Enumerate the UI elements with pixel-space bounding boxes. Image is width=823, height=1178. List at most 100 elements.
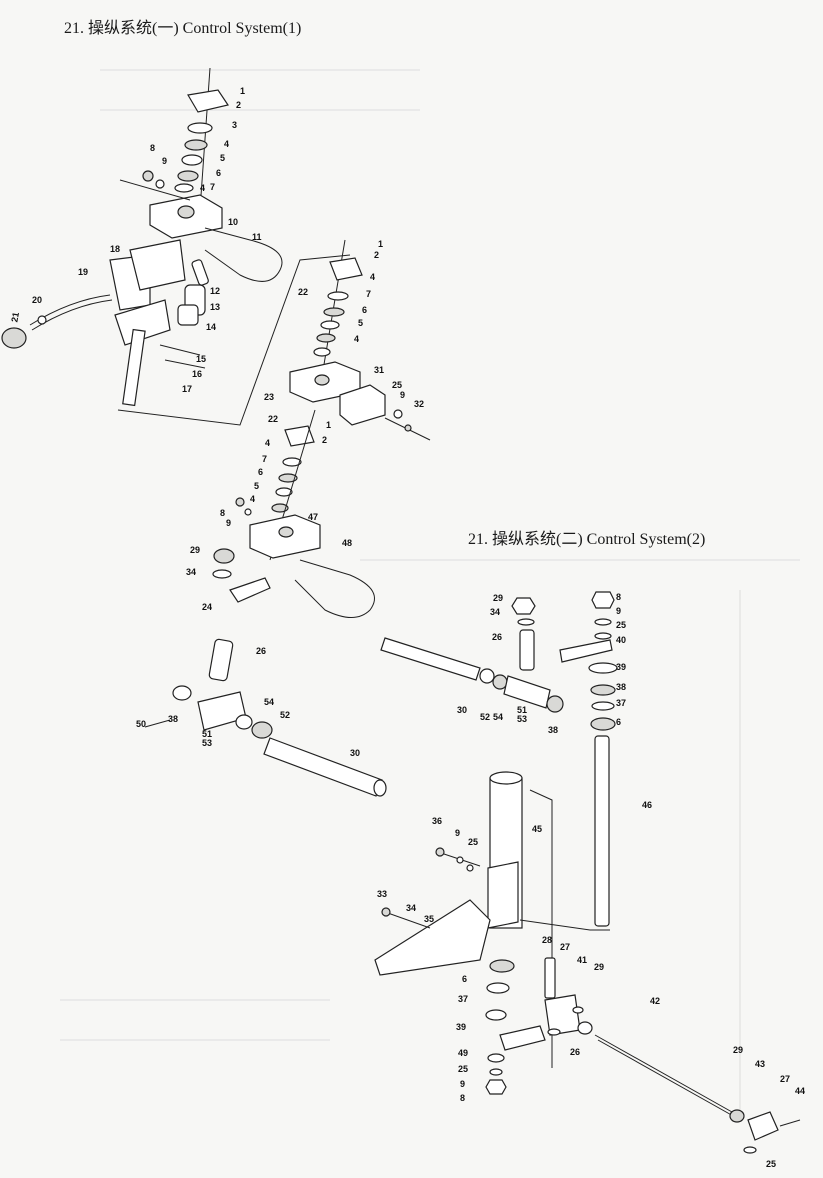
callout-48: 48 (342, 538, 352, 548)
callout-27: 27 (560, 942, 570, 952)
callout-51: 51 (202, 729, 212, 739)
callout-4e: 4 (265, 438, 270, 448)
callout-36: 36 (432, 816, 442, 826)
callout-9c: 9 (226, 518, 231, 528)
callout-3: 3 (232, 120, 237, 130)
callout-44: 44 (795, 1086, 805, 1096)
callout-10: 10 (228, 217, 238, 227)
block-part-31 (339, 384, 386, 426)
callout-53: 53 (202, 738, 212, 748)
knob-part-21 (1, 327, 27, 349)
callout-19: 19 (78, 267, 88, 277)
callout-6d: 6 (616, 717, 621, 727)
callout-45: 45 (532, 824, 542, 834)
callout-25d: 25 (458, 1064, 468, 1074)
callout-14: 14 (206, 322, 216, 332)
rod-part-30-left (263, 737, 383, 797)
rod-part-48 (294, 559, 375, 618)
callout-54: 54 (264, 697, 274, 707)
callout-6b: 6 (362, 305, 367, 315)
callout-54b: 54 (493, 712, 503, 722)
assembly-upper-right (235, 239, 431, 618)
callout-2: 2 (236, 100, 241, 110)
callout-labels: 1 2 3 4 5 6 7 4 8 9 10 11 12 13 14 15 16… (9, 86, 805, 1169)
callout-47: 47 (308, 512, 318, 522)
callout-9d: 9 (616, 606, 621, 616)
callout-8: 8 (150, 143, 155, 153)
callout-4: 4 (224, 139, 229, 149)
pin-part-26 (208, 638, 234, 682)
callout-39: 39 (616, 662, 626, 672)
callout-51b: 51 (517, 705, 527, 715)
callout-5b: 5 (358, 318, 363, 328)
callout-2b: 2 (374, 250, 379, 260)
callout-28: 28 (542, 935, 552, 945)
callout-32: 32 (414, 399, 424, 409)
callout-49: 49 (458, 1048, 468, 1058)
callout-25e: 25 (766, 1159, 776, 1169)
callout-26: 26 (256, 646, 266, 656)
callout-29: 29 (190, 545, 200, 555)
callout-15: 15 (196, 354, 206, 364)
callout-6e: 6 (462, 974, 467, 984)
callout-1b: 1 (378, 239, 383, 249)
callout-29d: 29 (733, 1045, 743, 1055)
callout-7b: 7 (366, 289, 371, 299)
callout-1: 1 (240, 86, 245, 96)
callout-9f: 9 (460, 1079, 465, 1089)
callout-22b: 22 (268, 414, 278, 424)
callout-34: 34 (186, 567, 196, 577)
callout-40: 40 (616, 635, 626, 645)
callout-8b: 8 (220, 508, 225, 518)
callout-21: 21 (9, 311, 21, 323)
callout-38c: 38 (616, 682, 626, 692)
callout-34b: 34 (490, 607, 500, 617)
link-part-24 (229, 577, 271, 603)
callout-17: 17 (182, 384, 192, 394)
callout-38b: 38 (548, 725, 558, 735)
callout-25: 25 (392, 380, 402, 390)
shaft-part-46 (594, 735, 610, 927)
clevis-part-43 (747, 1111, 779, 1141)
callout-4c: 4 (370, 272, 375, 282)
callout-23: 23 (264, 392, 274, 402)
page-title-control-system-1: 21. 操纵系统(一) Control System(1) (64, 20, 302, 37)
assembly-control-system-2 (374, 591, 801, 1154)
callout-52: 52 (280, 710, 290, 720)
callout-30b: 30 (457, 705, 467, 715)
callout-25b: 25 (616, 620, 626, 630)
callout-7: 7 (210, 182, 215, 192)
callout-27b: 27 (780, 1074, 790, 1084)
callout-1c: 1 (326, 420, 331, 430)
callout-4f: 4 (250, 494, 255, 504)
lever-part-49 (499, 1025, 546, 1051)
callout-29c: 29 (594, 962, 604, 972)
plate-part-2 (187, 89, 229, 113)
callout-33: 33 (377, 889, 387, 899)
shaft-part-17 (122, 328, 146, 407)
callout-29b: 29 (493, 593, 503, 603)
callout-25c: 25 (468, 837, 478, 847)
callout-37b: 37 (458, 994, 468, 1004)
assembly-upper-left (1, 67, 351, 426)
callout-2c: 2 (322, 435, 327, 445)
callout-5: 5 (220, 153, 225, 163)
callout-9b: 9 (400, 390, 405, 400)
callout-9e: 9 (455, 828, 460, 838)
callout-34c: 34 (406, 903, 416, 913)
rod-part-30-right (380, 637, 481, 681)
callout-37: 37 (616, 698, 626, 708)
callout-8c: 8 (616, 592, 621, 602)
callout-50: 50 (136, 719, 146, 729)
callout-6: 6 (216, 168, 221, 178)
callout-39b: 39 (456, 1022, 466, 1032)
callout-4b: 4 (200, 183, 205, 193)
callout-9: 9 (162, 156, 167, 166)
callout-13: 13 (210, 302, 220, 312)
callout-53b: 53 (517, 714, 527, 724)
rod-part-11 (204, 227, 283, 282)
callout-6c: 6 (258, 467, 263, 477)
callout-7c: 7 (262, 454, 267, 464)
callout-16: 16 (192, 369, 202, 379)
callout-30: 30 (350, 748, 360, 758)
